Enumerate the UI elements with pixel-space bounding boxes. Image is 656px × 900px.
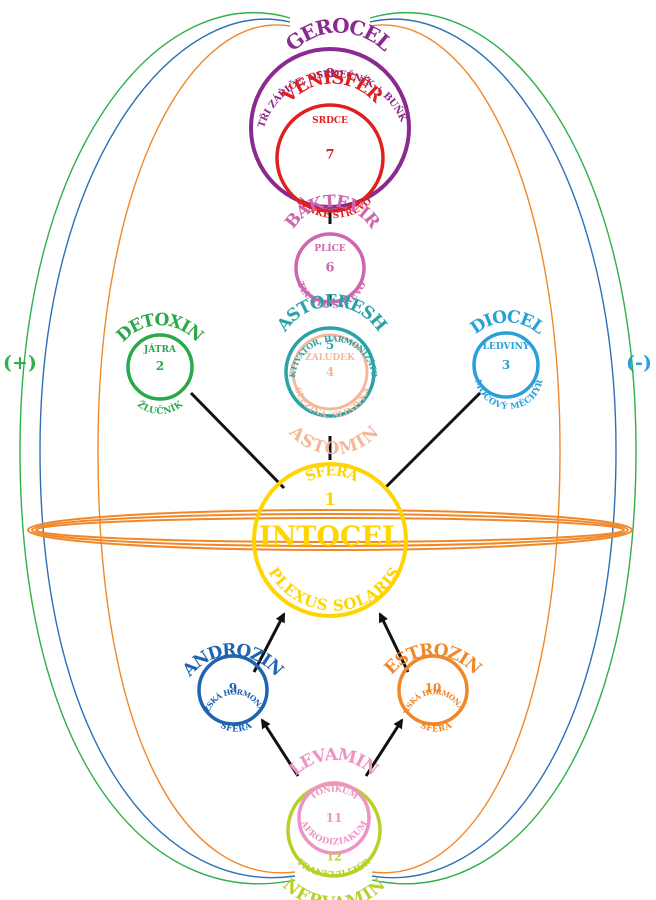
estrozin-bottom: SFÉRA [418,721,454,735]
svg-text:ŽLUČNÍK: ŽLUČNÍK [135,398,186,417]
levamin-name: LEVAMIN [286,745,382,780]
detoxin-number: 2 [156,359,164,373]
node-detoxin: DETOXIN JÁTRA 2 ŽLUČNÍK [113,310,207,417]
detoxin-top: JÁTRA [143,343,177,355]
svg-text:DETOXIN: DETOXIN [113,310,207,346]
node-androzin: ANDROZIN MUŽSKÁ HORMONÁLNÍ 9 SFÉRA [0,0,287,735]
astomin-number: 4 [326,365,334,379]
venisfer-top: SRDCE [312,116,348,126]
svg-text:MUŽSKÁ HORMONÁLNÍ: MUŽSKÁ HORMONÁLNÍ [0,0,267,713]
svg-text:LEVAMIN: LEVAMIN [286,745,382,780]
svg-text:PLEXUS SOLARIS: PLEXUS SOLARIS [265,564,404,615]
astofresh-number: 5 [326,338,334,352]
svg-text:ANDROZIN: ANDROZIN [178,640,287,681]
plus-label: (+) [3,352,37,374]
diocel-number: 3 [502,358,510,372]
detoxin-bottom: ŽLUČNÍK [135,398,186,417]
connectors [189,212,482,777]
node-nervamin: TRANKVILIZÉR 12 NERVAMIN [279,851,390,900]
astomin-top: ŽALUDEK [305,351,356,363]
venisfer-number: 7 [325,148,334,163]
intocel-bottom: PLEXUS SOLARIS [265,564,404,615]
baktevir-top: PLÍCE [314,242,345,254]
orbit-ring [27,509,633,551]
astomin-name: ASTOMIN [284,422,383,460]
svg-text:SFÉRA: SFÉRA [418,721,454,735]
node-diocel: DIOCEL LEDVINY 3 MOČOVÝ MĚCHÝŘ [467,307,548,412]
androzin-bottom: SFÉRA [218,721,254,735]
svg-text:SFÉRA: SFÉRA [218,721,254,735]
node-intocel: SFÉRA 1 INTOCEL PLEXUS SOLARIS [252,461,408,618]
intocel-number: 1 [324,490,336,510]
gerocel-number: 8 [325,67,334,82]
nervamin-number: 12 [326,851,341,864]
levamin-number: 11 [326,811,343,825]
androzin-desc: MUŽSKÁ HORMONÁLNÍ [0,0,267,713]
intocel-name: INTOCEL [259,522,401,553]
detoxin-name: DETOXIN [113,310,207,346]
estrozin-number: 10 [425,681,442,695]
baktevir-number: 6 [325,261,334,276]
node-gerocel: GEROCEL 8 TŘI ZÁŘIČE, OSRDEČNÍK + BUŇKY [0,0,411,209]
outer-loops [19,12,637,885]
svg-text:ASTOMIN: ASTOMIN [284,422,383,460]
diocel-top: LEDVINY [483,342,530,352]
androzin-number: 9 [229,681,237,695]
androzin-name: ANDROZIN [178,640,287,681]
node-estrozin: ESTROZIN ŽENSKÁ HORMONÁLNÍ 10 SFÉRA [0,0,485,735]
